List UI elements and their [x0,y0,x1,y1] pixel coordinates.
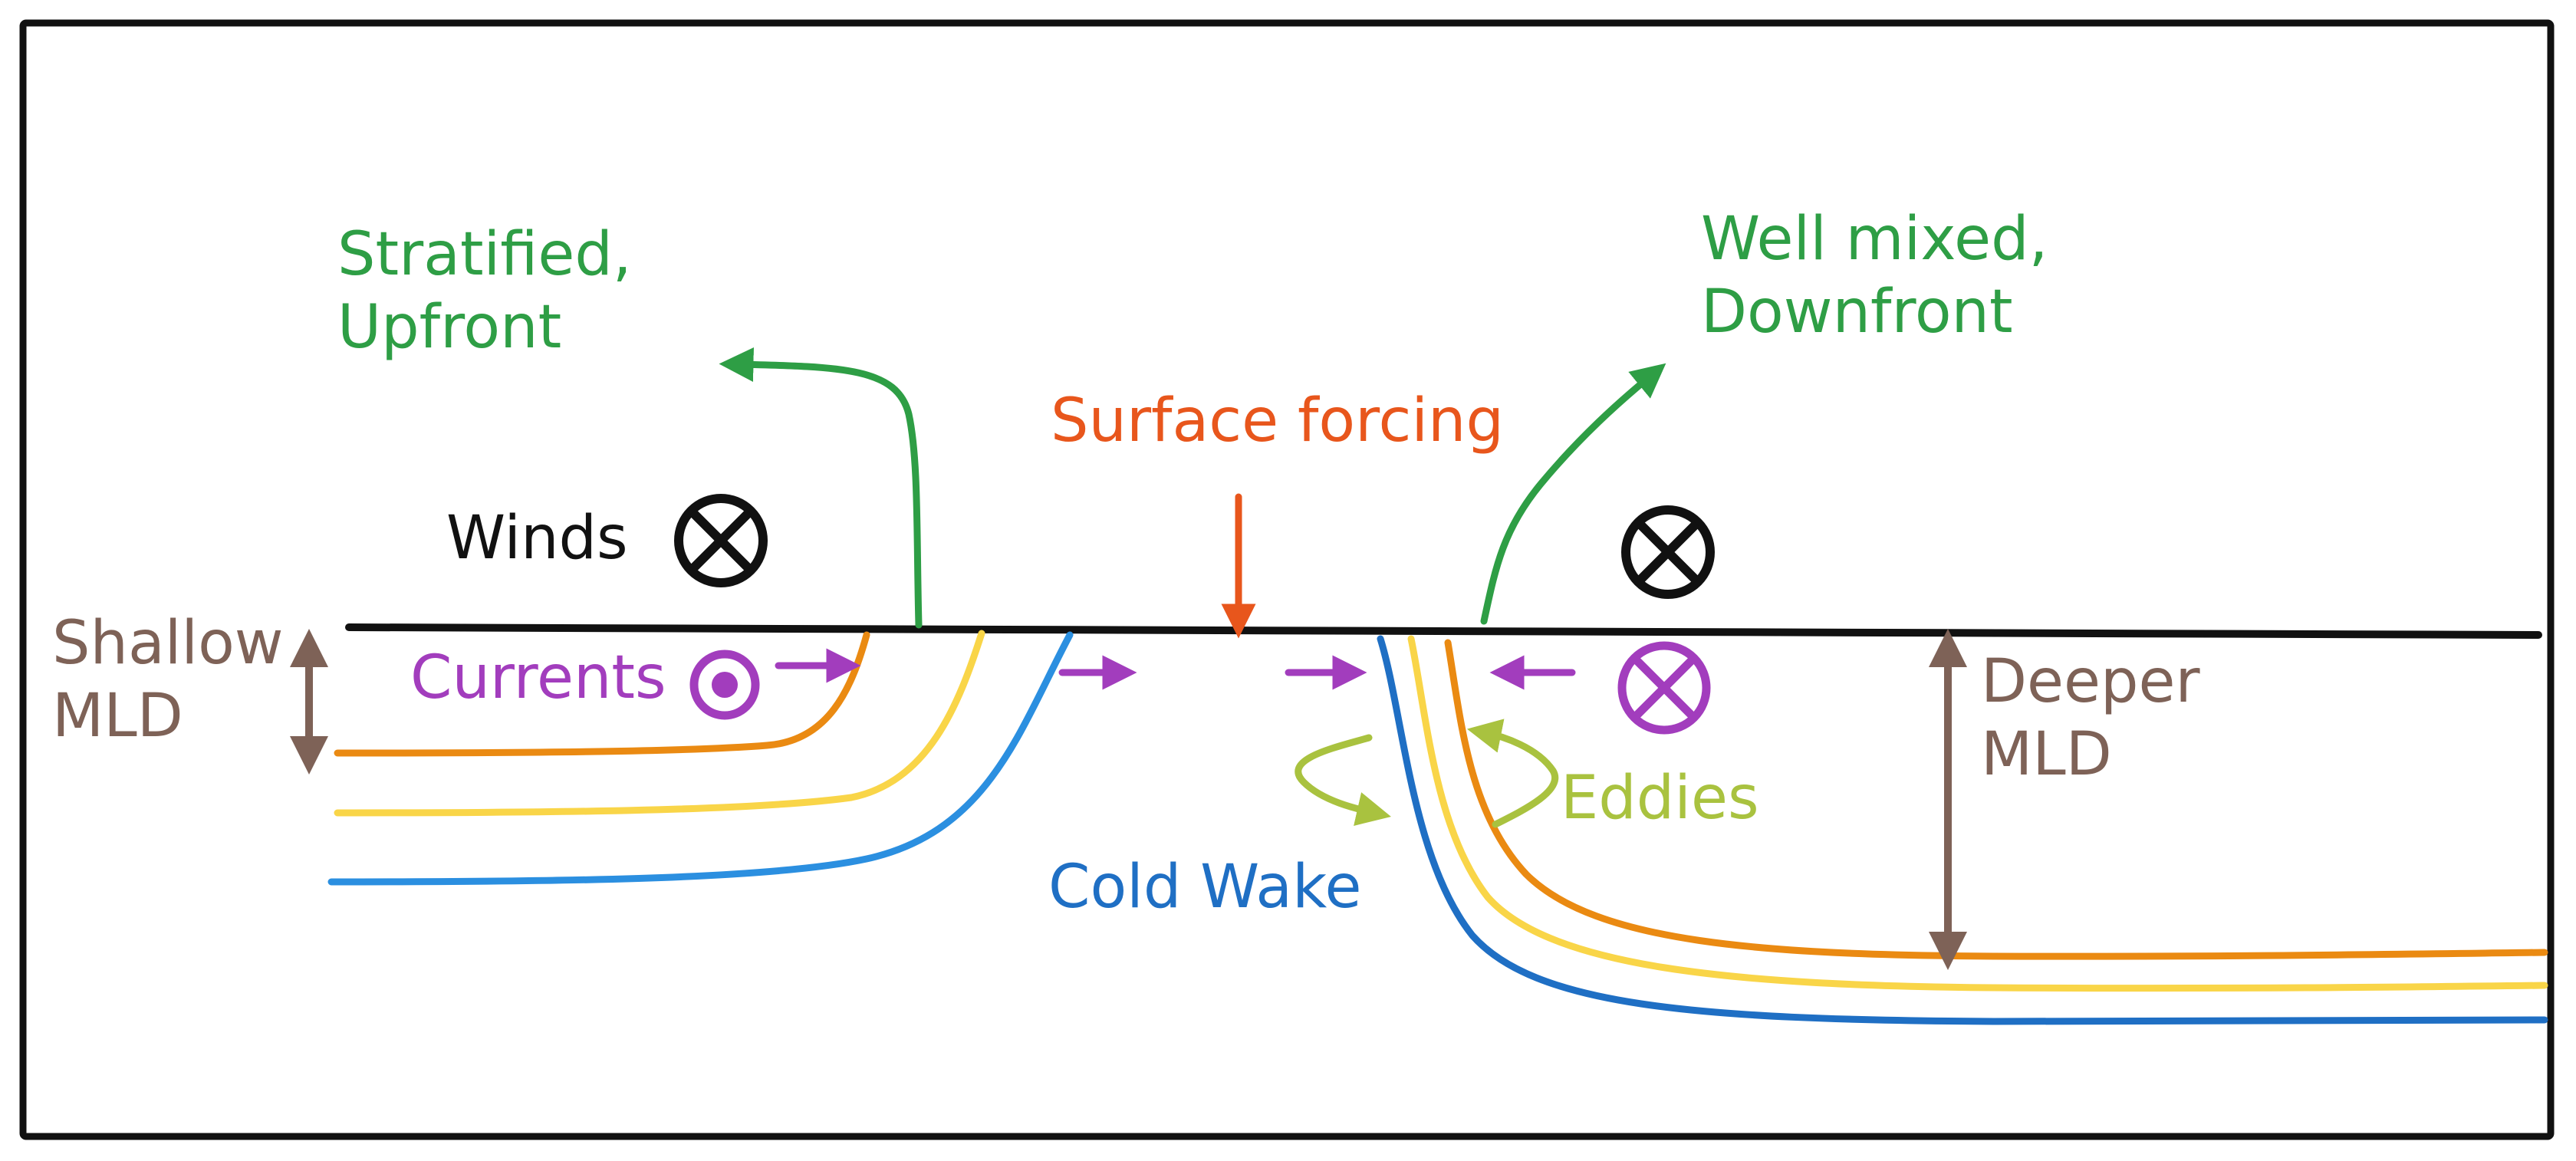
current-into-page-icon [1617,641,1711,735]
diagram-frame [19,19,2555,1140]
cold-wake-label: Cold Wake [1048,853,1361,922]
isopycnal-left-yellow [334,630,985,817]
wind-into-page-icon-right [1621,505,1715,599]
currents-label: Currents [410,643,666,712]
surface-forcing-label: Surface forcing [1051,386,1504,456]
stratified-label: Stratified, Upfront [337,220,650,362]
eddies-label: Eddies [1561,764,1759,833]
eddy-arrow-right [1466,719,1558,828]
isopycnal-right-yellow [1407,635,2548,992]
downfront-arrow [1480,363,1666,625]
isopycnal-right-blue [1377,635,2548,1025]
upfront-arrow [719,347,923,629]
isopycnal-left-blue [327,631,1074,886]
winds-label: Winds [446,504,628,573]
eddy-arrow-left [1295,734,1391,826]
well-mixed-label: Well mixed, Downfront [1701,205,2067,347]
current-out-of-page-icon [689,650,760,720]
isopycnal-right-orange [1444,639,2548,960]
shallow-mld-label: Shallow MLD [52,609,302,751]
deeper-mld-label: Deeper MLD [1981,647,2219,789]
sea-surface-line [345,623,2542,639]
wind-into-page-icon-left [674,494,768,587]
isopycnal-left-orange [334,631,870,757]
